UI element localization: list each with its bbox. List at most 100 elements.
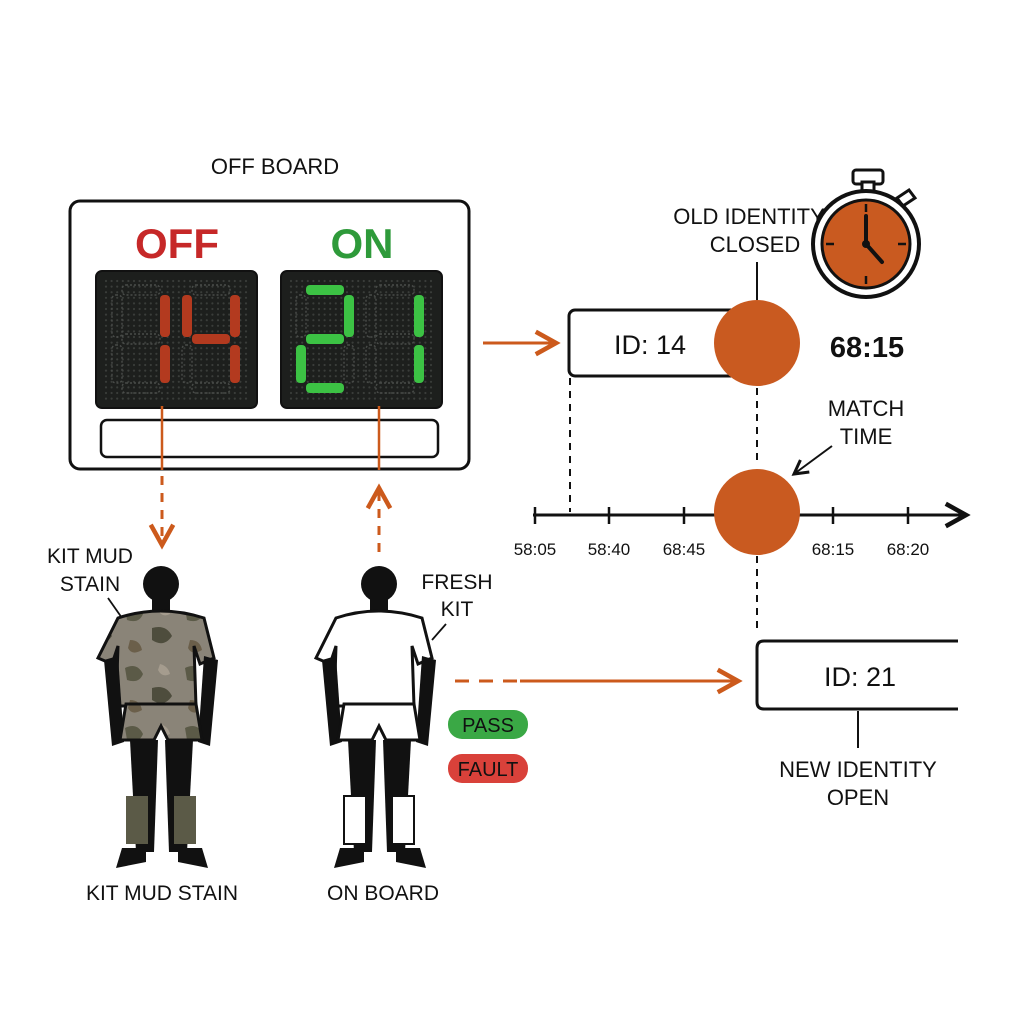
matrix-dot (289, 386, 293, 389)
matrix-dot (233, 291, 236, 294)
matrix-dot (116, 279, 119, 283)
matrix-dot (334, 397, 337, 400)
matrix-dot (385, 291, 388, 294)
matrix-dot (177, 397, 180, 400)
matrix-dot (317, 296, 321, 299)
matrix-dot (228, 347, 231, 350)
matrix-dot (413, 291, 416, 294)
matrix-dot (177, 341, 180, 344)
matrix-dot (166, 291, 169, 294)
matrix-dot (188, 358, 192, 361)
matrix-dot (188, 397, 192, 400)
matrix-dot (183, 391, 186, 395)
segment-e (296, 345, 306, 383)
matrix-dot (362, 313, 365, 316)
matrix-dot (379, 375, 382, 378)
matrix-dot (424, 335, 427, 339)
matrix-dot (368, 319, 371, 322)
matrix-dot (340, 363, 343, 367)
matrix-dot (216, 358, 220, 361)
matrix-dot (295, 391, 298, 395)
matrix-dot (228, 302, 231, 305)
matrix-dot (239, 279, 242, 283)
matrix-dot (194, 386, 197, 389)
matrix-dot (334, 324, 337, 327)
matrix-dot (407, 375, 410, 378)
matrix-dot (244, 352, 248, 355)
matrix-dot (104, 363, 108, 367)
matrix-dot (121, 279, 124, 283)
segment-b (414, 295, 424, 337)
matrix-dot (239, 291, 242, 294)
matrix-dot (160, 391, 164, 395)
matrix-dot (144, 386, 147, 389)
matrix-dot (306, 307, 309, 311)
matrix-dot (183, 352, 186, 355)
matrix-dot (407, 285, 410, 288)
matrix-dot (306, 319, 309, 322)
matrix-dot (334, 296, 337, 299)
matrix-dot (323, 352, 326, 355)
matrix-dot (104, 352, 108, 355)
matrix-dot (396, 319, 399, 322)
matrix-dot (166, 341, 169, 344)
matrix-dot (110, 335, 113, 339)
matrix-dot (116, 319, 119, 322)
matrix-dot (244, 330, 248, 333)
matrix-dot (401, 347, 405, 350)
matrix-dot (177, 330, 180, 333)
matrix-dot (413, 279, 416, 283)
matrix-dot (401, 324, 405, 327)
matrix-dot (155, 341, 158, 344)
matrix-dot (104, 386, 108, 389)
matrix-dot (110, 375, 113, 378)
matrix-dot (429, 291, 433, 294)
matrix-dot (116, 291, 119, 294)
matrix-dot (149, 291, 152, 294)
matrix-dot (144, 302, 147, 305)
matrix-dot (401, 380, 405, 383)
matrix-dot (200, 386, 203, 389)
segment-c (414, 345, 424, 383)
matrix-dot (357, 319, 360, 322)
matrix-dot (312, 369, 315, 372)
matrix-dot (144, 296, 147, 299)
matrix-dot (188, 291, 192, 294)
matrix-dot (216, 347, 220, 350)
matrix-dot (166, 386, 169, 389)
matrix-dot (144, 307, 147, 311)
matrix-dot (401, 358, 405, 361)
matrix-dot (312, 358, 315, 361)
matrix-dot (244, 291, 248, 294)
matrix-dot (301, 386, 304, 389)
matrix-dot (188, 347, 192, 350)
matrix-dot (396, 397, 399, 400)
matrix-dot (211, 285, 214, 288)
matrix-dot (289, 397, 293, 400)
matrix-dot (228, 380, 231, 383)
timeline-tick-label: 58:40 (588, 540, 631, 559)
matrix-dot (104, 330, 108, 333)
matrix-dot (155, 358, 158, 361)
matrix-dot (373, 279, 377, 283)
matrix-dot (424, 375, 427, 378)
matrix-dot (149, 386, 152, 389)
matrix-dot (368, 397, 371, 400)
matrix-dot (155, 307, 158, 311)
matrix-dot (345, 291, 349, 294)
matrix-dot (317, 369, 321, 372)
matrix-dot (323, 380, 326, 383)
matrix-dot (301, 330, 304, 333)
matrix-dot (317, 397, 321, 400)
matrix-dot (368, 380, 371, 383)
matrix-dot (172, 307, 175, 311)
matrix-dot (194, 307, 197, 311)
matrix-dot (177, 369, 180, 372)
matrix-dot (104, 397, 108, 400)
matrix-dot (200, 296, 203, 299)
matrix-dot (401, 391, 405, 395)
matrix-dot (424, 363, 427, 367)
matrix-dot (222, 375, 225, 378)
matrix-dot (390, 279, 393, 283)
matrix-dot (334, 330, 337, 333)
